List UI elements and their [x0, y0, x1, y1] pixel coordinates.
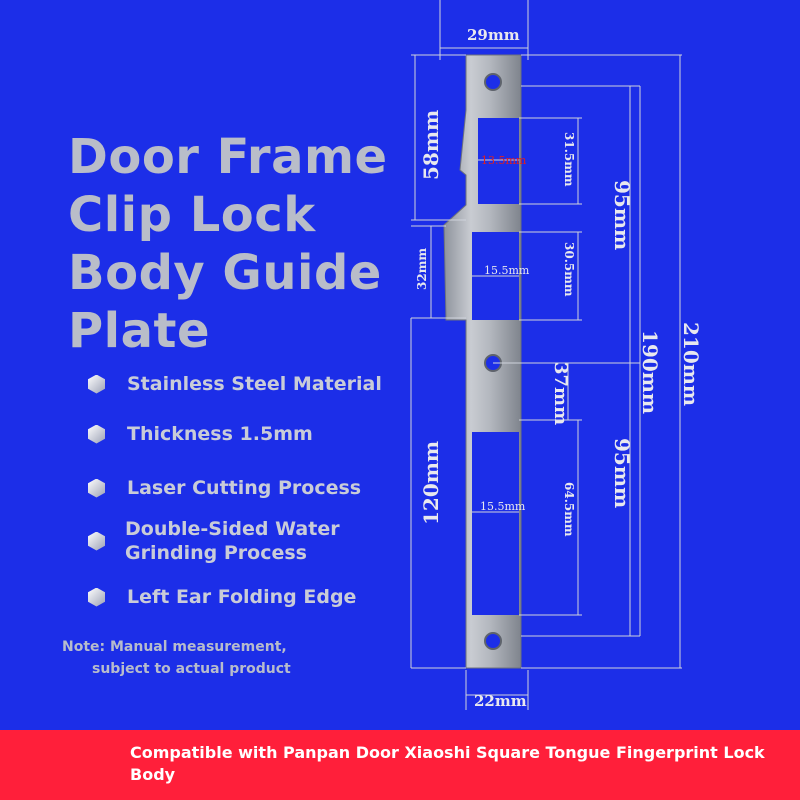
dim-slot2-width: 15.5mm [484, 264, 530, 277]
screw-hole-top [484, 73, 502, 91]
dim-top-ear-height: 58mm [419, 110, 443, 180]
hexagon-bullet-icon [88, 587, 105, 607]
dim-slot3-width: 15.5mm [480, 500, 526, 513]
feature-text: Left Ear Folding Edge [127, 586, 357, 608]
measurement-note: Note: Manual measurement, subject to act… [62, 636, 291, 680]
title-line-1: Door Frame [68, 129, 388, 185]
dim-slot3-height: 64.5mm [562, 482, 576, 537]
compatibility-text: Compatible with Panpan Door Xiaoshi Squa… [130, 743, 765, 784]
dim-slot2-height: 30.5mm [562, 242, 576, 297]
note-line-1: Note: Manual measurement, [62, 639, 287, 655]
dim-slot1-width: 13.5mm [481, 154, 527, 167]
dim-slot1-height: 31.5mm [562, 132, 576, 187]
feature-text: Double-Sided Water Grinding Process [125, 518, 340, 564]
compatibility-banner [0, 730, 800, 800]
feature-item: Thickness 1.5mm [88, 422, 313, 446]
feature-text: Thickness 1.5mm [127, 423, 313, 445]
title-line-2: Clip Lock [68, 187, 316, 243]
feature-item: Laser Cutting Process [88, 476, 361, 500]
plate-slot-1 [478, 118, 519, 204]
dim-hole-spacing: 190mm [638, 330, 662, 414]
dim-total-length: 210mm [679, 322, 703, 406]
dim-bottom-section: 120mm [419, 441, 443, 525]
hexagon-bullet-icon [88, 531, 105, 551]
title-line-3: Body Guide [68, 245, 382, 301]
dim-top-width: 29mm [467, 26, 520, 44]
dim-center-offset: 37mm [550, 362, 571, 425]
screw-hole-bottom [484, 632, 502, 650]
title-line-4: Plate [68, 303, 211, 359]
feature-item: Stainless Steel Material [88, 372, 382, 396]
hexagon-bullet-icon [88, 478, 105, 498]
feature-item: Double-Sided Water Grinding Process [88, 517, 340, 565]
plate-slot-3 [472, 432, 519, 615]
plate-diagram: 29mm 22mm 58mm 32mm 120mm 13.5mm 31.5mm … [410, 0, 703, 710]
dimension-lines [410, 0, 682, 710]
note-line-2: subject to actual product [92, 661, 291, 677]
feature-text: Stainless Steel Material [127, 373, 382, 395]
dim-bottom-width: 22mm [474, 692, 527, 710]
feature-item: Left Ear Folding Edge [88, 585, 356, 609]
hexagon-bullet-icon [88, 374, 105, 394]
dim-ear-height: 32mm [415, 248, 429, 290]
feature-text: Laser Cutting Process [127, 477, 362, 499]
product-title: Door Frame Clip Lock Body Guide Plate [68, 128, 408, 360]
hexagon-bullet-icon [88, 424, 105, 444]
dim-upper-span: 95mm [610, 180, 634, 250]
dim-lower-span: 95mm [610, 438, 634, 508]
